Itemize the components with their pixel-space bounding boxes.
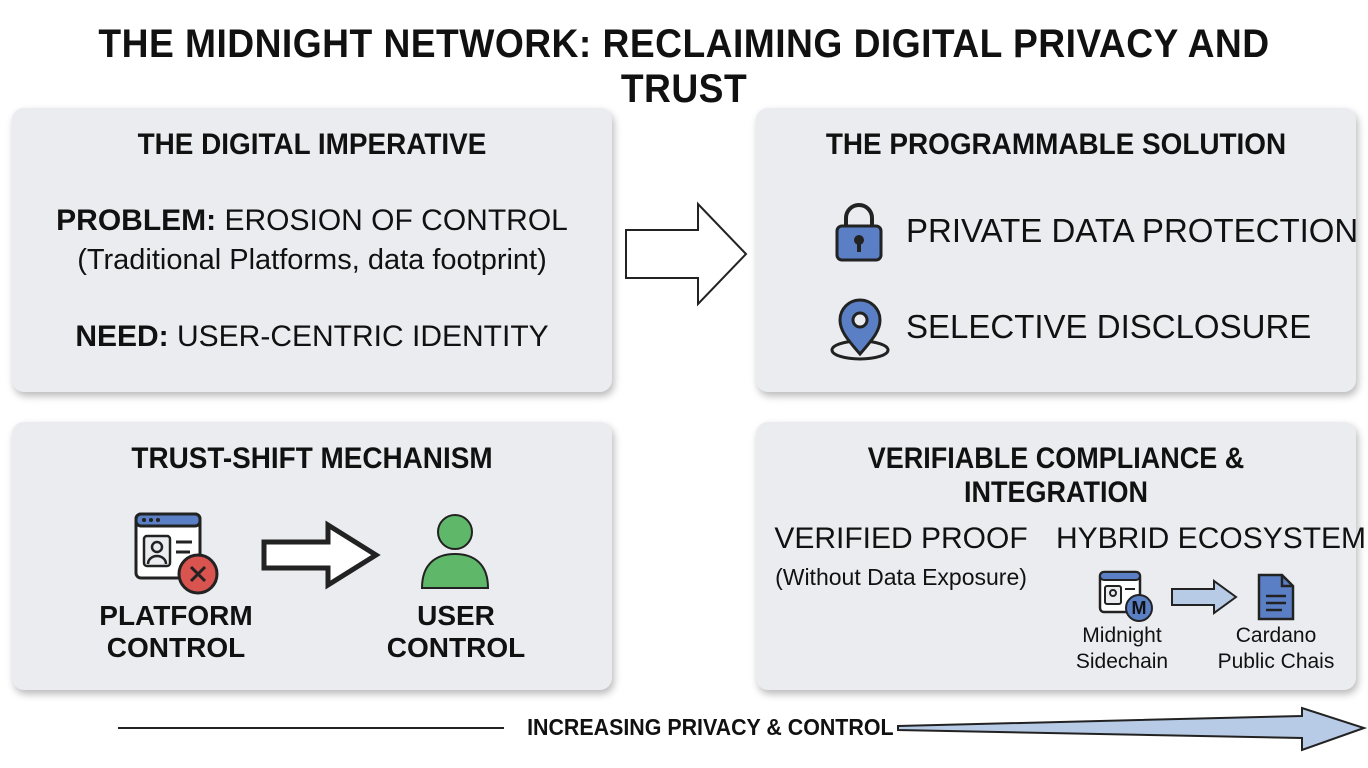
need-label: NEED:: [75, 320, 169, 353]
platform-control-line2: CONTROL: [106, 632, 246, 663]
need-line: NEED: USER-CENTRIC IDENTITY: [12, 320, 612, 354]
verifiable-compliance-heading: VERIFIABLE COMPLIANCE & INTEGRATION: [867, 442, 1245, 509]
hybrid-ecosystem-title: HYBRID ECOSYSTEM: [1056, 522, 1367, 555]
verified-proof-title: VERIFIED PROOF: [774, 522, 1028, 555]
private-data-protection-label: PRIVATE DATA PROTECTION: [906, 212, 1359, 249]
trust-shift-panel: TRUST-SHIFT MECHANISM PLATFORM CONTROL U…: [12, 422, 612, 690]
programmable-solution-heading: THE PROGRAMMABLE SOLUTION: [825, 128, 1287, 161]
page-title: THE MIDNIGHT NETWORK: RECLAIMING DIGITAL…: [98, 22, 1270, 111]
integration-arrow-icon: [1171, 579, 1238, 615]
verified-proof-subtitle: (Without Data Exposure): [775, 564, 1027, 590]
user-icon: [420, 514, 490, 589]
midnight-badge: M: [1125, 594, 1153, 622]
digital-imperative-panel: THE DIGITAL IMPERATIVE PROBLEM: EROSION …: [12, 108, 612, 392]
problem-line: PROBLEM: EROSION OF CONTROL: [12, 204, 612, 238]
shift-arrow-icon: [261, 520, 381, 590]
problem-text: EROSION OF CONTROL: [224, 204, 568, 237]
midnight-badge-letter: M: [1131, 598, 1147, 618]
verifiable-compliance-panel: VERIFIABLE COMPLIANCE & INTEGRATION VERI…: [756, 422, 1367, 690]
midnight-sidechain-line1: Midnight: [1082, 624, 1162, 647]
programmable-solution-panel: THE PROGRAMMABLE SOLUTION PRIVATE DATA P…: [756, 108, 1359, 392]
need-text: USER-CENTRIC IDENTITY: [177, 320, 549, 353]
problem-detail: (Traditional Platforms, data footprint): [77, 244, 547, 276]
transition-arrow-icon: [625, 201, 748, 307]
progression-line: [118, 706, 1368, 752]
user-control-line1: USER: [417, 600, 495, 631]
selective-disclosure-label: SELECTIVE DISCLOSURE: [906, 308, 1312, 345]
problem-label: PROBLEM:: [56, 204, 217, 237]
cardano-chain-line1: Cardano: [1235, 624, 1317, 647]
midnight-sidechain-line2: Sidechain: [1075, 650, 1169, 673]
document-icon: [1257, 573, 1295, 621]
user-control-line2: CONTROL: [386, 632, 526, 663]
cardano-chain-line2: Public Chais: [1217, 650, 1335, 673]
digital-imperative-heading: THE DIGITAL IMPERATIVE: [137, 128, 487, 161]
platform-browser-icon: [134, 512, 202, 580]
map-pin-icon: [830, 298, 890, 361]
error-x-icon: [177, 553, 219, 595]
trust-shift-heading: TRUST-SHIFT MECHANISM: [131, 442, 493, 475]
lock-icon: [835, 203, 883, 262]
platform-control-line1: PLATFORM: [99, 600, 253, 631]
progression-label: INCREASING PRIVACY & CONTROL: [527, 714, 894, 740]
